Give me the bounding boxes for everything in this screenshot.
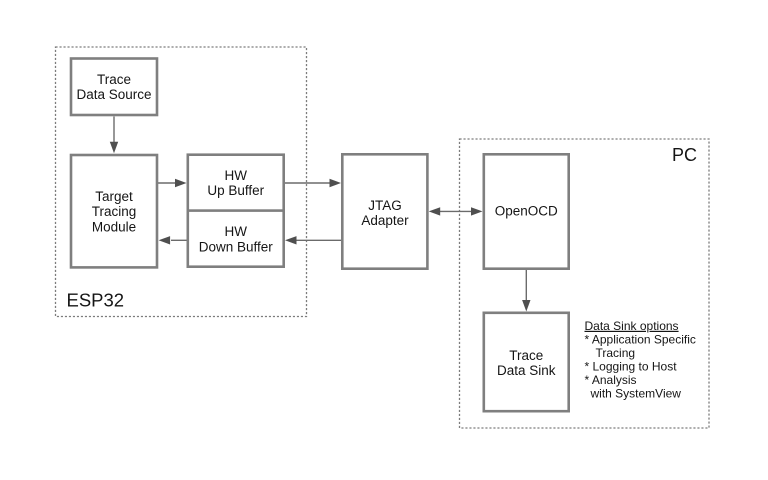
svg-text:Target: Target [95, 189, 133, 204]
svg-text:Module: Module [92, 219, 136, 234]
svg-text:* Application Specific: * Application Specific [585, 332, 696, 346]
svg-text:JTAG: JTAG [368, 198, 402, 213]
svg-text:PC: PC [672, 145, 697, 165]
svg-text:Trace: Trace [97, 72, 131, 87]
svg-text:ESP32: ESP32 [67, 289, 125, 310]
svg-text:Data Source: Data Source [76, 87, 151, 102]
svg-text:Tracing: Tracing [596, 346, 636, 360]
svg-text:HW: HW [225, 224, 248, 239]
svg-text:Data Sink options: Data Sink options [585, 319, 679, 333]
svg-text:Data Sink: Data Sink [497, 363, 556, 378]
svg-text:* Analysis: * Analysis [585, 373, 637, 387]
svg-text:Tracing: Tracing [92, 204, 137, 219]
svg-text:Trace: Trace [509, 348, 543, 363]
svg-text:* Logging to Host: * Logging to Host [585, 359, 678, 373]
svg-text:Adapter: Adapter [361, 213, 409, 228]
svg-text:with SystemView: with SystemView [590, 386, 682, 400]
svg-text:HW: HW [225, 168, 248, 183]
svg-text:Up Buffer: Up Buffer [207, 183, 264, 198]
svg-text:OpenOCD: OpenOCD [495, 204, 558, 219]
svg-text:Down Buffer: Down Buffer [199, 239, 274, 254]
